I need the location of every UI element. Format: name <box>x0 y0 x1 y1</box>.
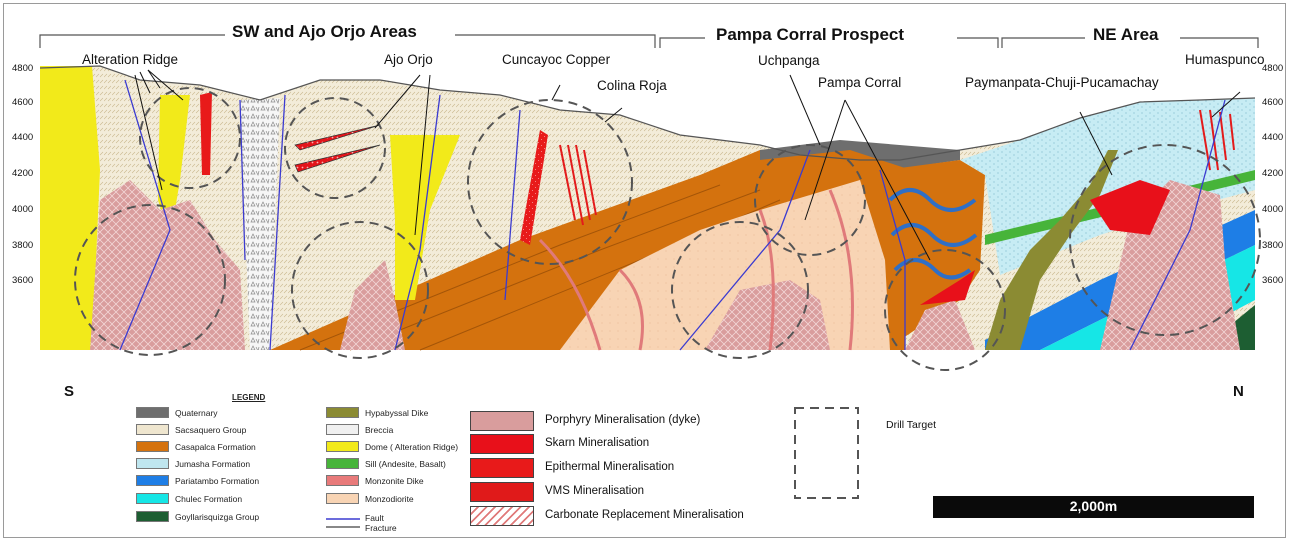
swatch-porphyry <box>470 411 534 431</box>
legend-label: Fault <box>365 513 384 523</box>
legend-label: Sacsaquero Group <box>175 425 246 435</box>
elevation-label: 4200 <box>12 168 33 179</box>
label-pampa-corral: Pampa Corral <box>818 75 901 90</box>
legend-swatch-pariatambo <box>136 475 169 486</box>
label-alteration-ridge: Alteration Ridge <box>82 52 178 67</box>
elevation-label: 4600 <box>12 97 33 108</box>
mineralisation-label: Epithermal Mineralisation <box>545 461 674 473</box>
legend-swatch-breccia <box>326 424 359 435</box>
elevation-label: 4000 <box>1262 204 1283 215</box>
area-title-pampa: Pampa Corral Prospect <box>716 25 904 45</box>
label-cuncayoc: Cuncayoc Copper <box>502 52 610 67</box>
mineralisation-label: Skarn Mineralisation <box>545 437 649 449</box>
legend-label: Fracture <box>365 523 397 533</box>
legend-label: Sill (Andesite, Basalt) <box>365 459 446 469</box>
dome-left <box>40 66 100 350</box>
legend-label: Dome ( Alteration Ridge) <box>365 442 458 452</box>
legend-swatch-jumasha <box>136 458 169 469</box>
elevation-label: 3800 <box>1262 240 1283 251</box>
area-brackets <box>40 35 1258 48</box>
swatch-carbonate-replacement <box>470 506 534 526</box>
legend-label: Goyllarisquizga Group <box>175 512 259 522</box>
legend-label: Jumasha Formation <box>175 459 250 469</box>
legend-label: Monzodiorite <box>365 494 414 504</box>
compass-south: S <box>64 383 74 400</box>
elevation-label: 4200 <box>1262 168 1283 179</box>
area-title-ne: NE Area <box>1093 25 1159 45</box>
drill-target-legend-box <box>795 408 858 498</box>
legend-label: Chulec Formation <box>175 494 242 504</box>
legend-swatch-monzonite <box>326 475 359 486</box>
elevation-label: 4800 <box>1262 63 1283 74</box>
elevation-label: 4600 <box>1262 97 1283 108</box>
mineralisation-label: VMS Mineralisation <box>545 485 644 497</box>
area-title-sw: SW and Ajo Orjo Areas <box>232 22 417 42</box>
elevation-label: 3800 <box>12 240 33 251</box>
legend-label: Casapalca Formation <box>175 442 256 452</box>
compass-north: N <box>1233 383 1244 400</box>
legend-label: Breccia <box>365 425 393 435</box>
label-ajo-orjo: Ajo Orjo <box>384 52 433 67</box>
swatch-vms <box>470 482 534 502</box>
legend-title: LEGEND <box>232 393 265 402</box>
legend-label: Monzonite Dike <box>365 476 424 486</box>
legend-label: Quaternary <box>175 408 218 418</box>
legend-swatch-hypabyssal <box>326 407 359 418</box>
legend-label: Hypabyssal Dike <box>365 408 428 418</box>
legend-swatch-sill <box>326 458 359 469</box>
geological-cross-section <box>40 66 1255 350</box>
mineralisation-label: Porphyry Mineralisation (dyke) <box>545 414 700 426</box>
legend-swatch-goyllarisquizga <box>136 511 169 522</box>
legend-swatch-chulec <box>136 493 169 504</box>
elevation-label: 4400 <box>12 132 33 143</box>
elevation-label: 4400 <box>1262 132 1283 143</box>
legend-swatch-sacsaquero <box>136 424 169 435</box>
label-uchpanga: Uchpanga <box>758 53 820 68</box>
elevation-label: 4800 <box>12 63 33 74</box>
label-paymanpata: Paymanpata-Chuji-Pucamachay <box>965 75 1159 90</box>
legend-swatch-quaternary <box>136 407 169 418</box>
label-humaspunco: Humaspunco <box>1185 52 1265 67</box>
drill-target-label: Drill Target <box>886 419 936 431</box>
elevation-label: 3600 <box>1262 275 1283 286</box>
swatch-epithermal <box>470 458 534 478</box>
elevation-label: 3600 <box>12 275 33 286</box>
legend-swatch-monzodiorite <box>326 493 359 504</box>
elevation-label: 4000 <box>12 204 33 215</box>
legend-label: Pariatambo Formation <box>175 476 259 486</box>
scale-bar-label: 2,000m <box>933 498 1254 514</box>
swatch-skarn <box>470 434 534 454</box>
legend-swatch-casapalca <box>136 441 169 452</box>
label-colina-roja: Colina Roja <box>597 78 667 93</box>
epithermal-vein-ridge <box>200 92 212 175</box>
legend-swatch-dome <box>326 441 359 452</box>
mineralisation-label: Carbonate Replacement Mineralisation <box>545 509 744 521</box>
